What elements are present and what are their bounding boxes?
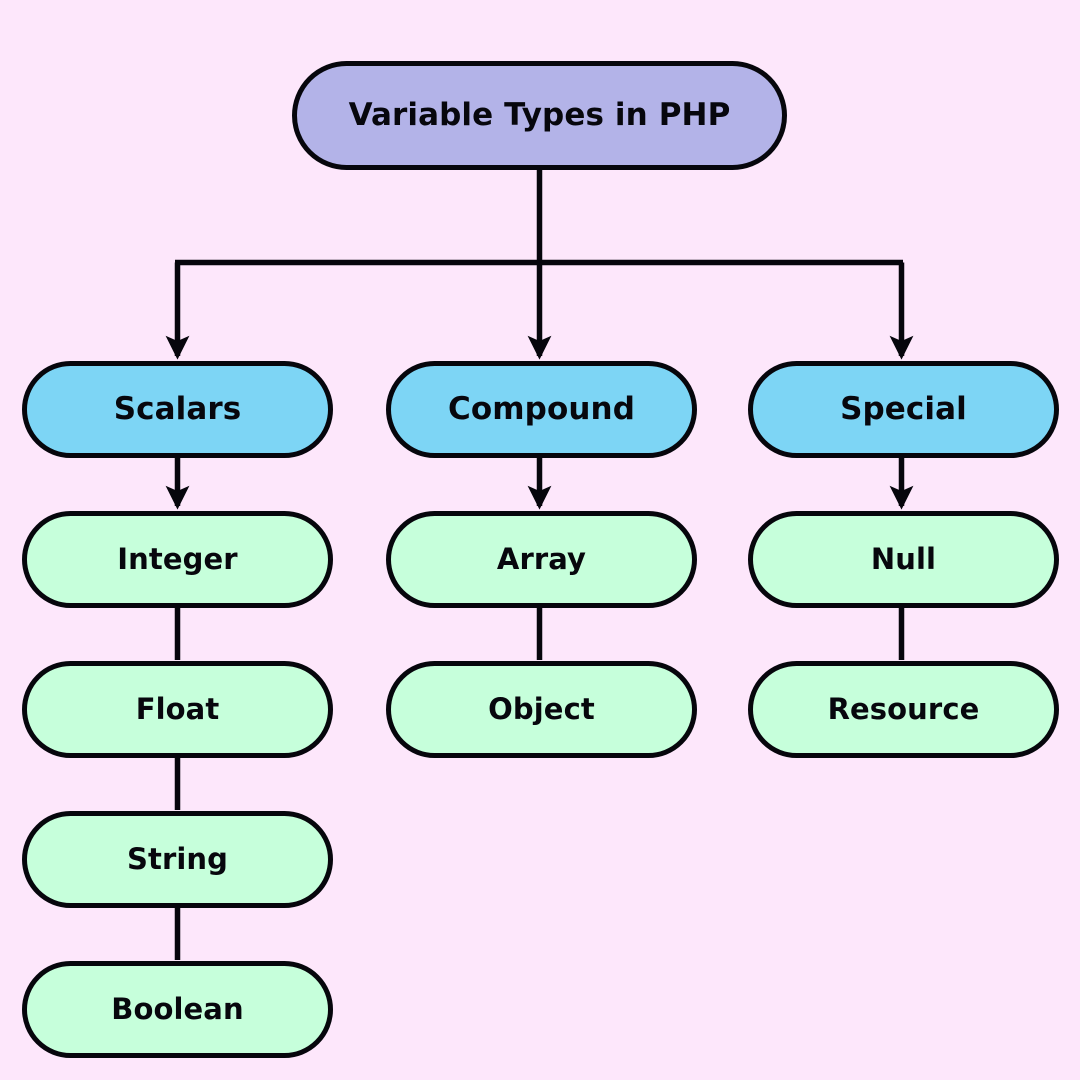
node-root[interactable]: Variable Types in PHP bbox=[292, 61, 787, 170]
node-object[interactable]: Object bbox=[386, 661, 697, 758]
node-compound[interactable]: Compound bbox=[386, 361, 697, 458]
node-scalars[interactable]: Scalars bbox=[22, 361, 333, 458]
node-null[interactable]: Null bbox=[748, 511, 1059, 608]
node-boolean[interactable]: Boolean bbox=[22, 961, 333, 1058]
node-array[interactable]: Array bbox=[386, 511, 697, 608]
node-string[interactable]: String bbox=[22, 811, 333, 908]
node-float[interactable]: Float bbox=[22, 661, 333, 758]
node-special[interactable]: Special bbox=[748, 361, 1059, 458]
node-integer[interactable]: Integer bbox=[22, 511, 333, 608]
node-resource[interactable]: Resource bbox=[748, 661, 1059, 758]
